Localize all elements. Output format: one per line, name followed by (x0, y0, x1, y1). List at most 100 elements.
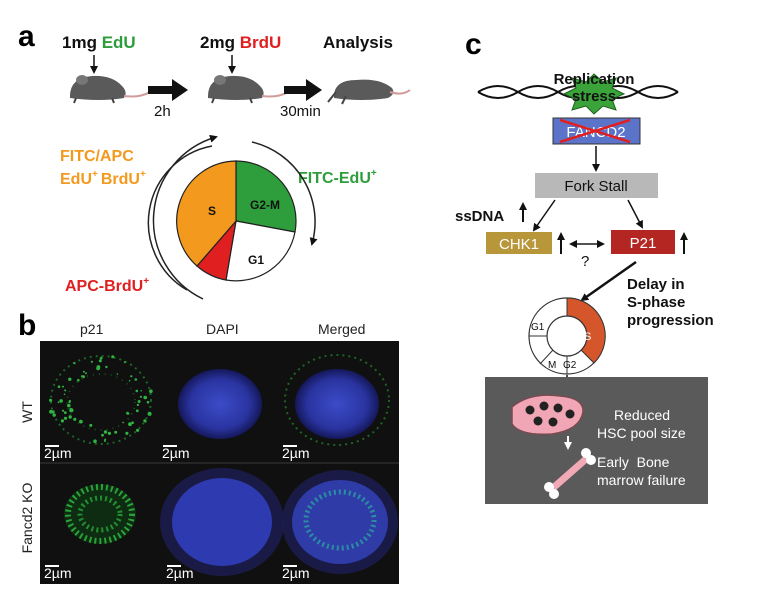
cycle-label-g1: G1 (531, 322, 545, 333)
p21-speckle (144, 420, 147, 423)
p21-speckle (79, 419, 83, 424)
svg-text:APC-BrdU+: APC-BrdU+ (65, 276, 149, 295)
p21-speckle (61, 409, 65, 412)
cycle-label-m: M (548, 360, 556, 371)
p21-speckle (68, 400, 71, 404)
pie-slice-g2m (235, 160, 297, 233)
scale-bar: 2µm (44, 445, 72, 461)
micrograph-wt-p21 (49, 355, 153, 445)
p21-speckle (63, 416, 68, 420)
p21-speckle (62, 385, 64, 388)
p21-speckle (139, 395, 142, 398)
p21-box (611, 230, 675, 254)
cycle-label-g2: G2 (563, 360, 577, 371)
early-line1: Early Bone (597, 454, 670, 470)
early-line2: marrow failure (597, 472, 686, 488)
pie-label-s: S (208, 204, 216, 218)
pie-label-g2m: G2-M (250, 198, 280, 212)
svg-text:FITC-EdU+: FITC-EdU+ (298, 168, 377, 187)
p21-speckle (69, 408, 74, 413)
svg-text:2µm: 2µm (282, 445, 310, 461)
panel-a: a 1mg EdU 2mg BrdU Analysis 2h (18, 20, 411, 300)
p21-speckle (89, 423, 93, 427)
p21-speckle (63, 411, 67, 414)
col-header-merged: Merged (318, 321, 365, 337)
p21-speckle (136, 403, 140, 407)
step2-amount: 2mg (200, 33, 235, 52)
p21-speckle (96, 365, 101, 369)
p21-speckle (128, 422, 132, 427)
liver-icon (511, 394, 584, 436)
micrograph-wt-dapi (178, 369, 262, 439)
step3-label: Analysis (323, 33, 393, 52)
p21-speckle (103, 430, 108, 434)
p21-speckle (99, 356, 103, 360)
svg-text:2mg BrdU: 2mg BrdU (200, 33, 281, 52)
p21-speckle (107, 431, 111, 435)
p21-speckle (57, 401, 60, 404)
micrograph-ko-dapi (160, 468, 284, 576)
arrow-fork-to-p21 (627, 199, 643, 229)
p21-speckle (127, 412, 130, 415)
mouse-icon (208, 75, 289, 104)
arrow-fork-to-chk1 (532, 199, 556, 232)
p21-speckle (82, 370, 85, 373)
p21-speckle (68, 415, 72, 419)
svg-text:2µm: 2µm (44, 565, 72, 581)
chk1-box (486, 232, 552, 254)
svg-text:EdU+BrdU+: EdU+BrdU+ (60, 169, 146, 188)
svg-text:2µm: 2µm (166, 565, 194, 581)
p21-speckle (64, 389, 67, 392)
p21-speckle (90, 360, 93, 363)
step1-label: EdU (102, 33, 136, 52)
cycle-label-s: S (584, 331, 591, 343)
panel-c: c Replication stress FANCD2 Fork Stall s… (455, 28, 714, 504)
legend-edu: FITC-EdU (298, 170, 371, 187)
p21-speckle (147, 411, 152, 416)
arrow-p21-to-cycle (580, 260, 637, 302)
panel-a-letter: a (18, 20, 35, 53)
interval-2: 30min (280, 103, 321, 120)
col-header-p21: p21 (80, 321, 104, 337)
scale-bar: 2µm (282, 565, 310, 581)
p21-speckle (128, 380, 131, 382)
svg-text:2µm: 2µm (282, 565, 310, 581)
p21-speckle (134, 378, 138, 381)
fork-stall-box (535, 173, 658, 198)
micrograph-ko-p21 (64, 484, 136, 544)
stress-burst-icon (562, 73, 626, 115)
interval-1: 2h (154, 103, 171, 120)
p21-speckle (60, 419, 64, 423)
p21-speckle (111, 355, 115, 359)
col-header-dapi: DAPI (206, 321, 239, 337)
p21-speckle (135, 389, 139, 393)
p21-speckle (149, 389, 153, 394)
p21-speckle (49, 398, 53, 402)
p21-speckle (49, 409, 53, 414)
p21-label: P21 (630, 235, 657, 252)
svg-text:1mg EdU: 1mg EdU (62, 33, 136, 52)
cycle-arc-left (147, 145, 213, 291)
ssdna-label: ssDNA (455, 208, 504, 225)
step2-label: BrdU (240, 33, 282, 52)
bone-icon (544, 448, 596, 499)
scale-bar: 2µm (282, 445, 310, 461)
cycle-arc-right (251, 141, 318, 246)
pie-slice-g1 (225, 220, 296, 282)
p21-speckle (57, 385, 61, 389)
pie-slice-s (176, 160, 237, 267)
p21-speckle (144, 396, 147, 399)
p21-speckle (114, 430, 118, 434)
p21-speckle (146, 400, 150, 404)
p21-speckle (63, 393, 66, 396)
panel-b: b p21 DAPI Merged WT Fancd2 KO (18, 309, 399, 584)
p21-speckle (131, 421, 134, 425)
p21-speckle (123, 361, 126, 364)
delay-line2: S-phase (627, 294, 685, 311)
svg-text:2µm: 2µm (44, 445, 72, 461)
pie-label-g1: G1 (248, 253, 264, 267)
scale-bar: 2µm (162, 445, 190, 461)
p21-speckle (52, 413, 56, 417)
p21-speckle (73, 417, 77, 421)
p21-speckle (67, 403, 71, 408)
